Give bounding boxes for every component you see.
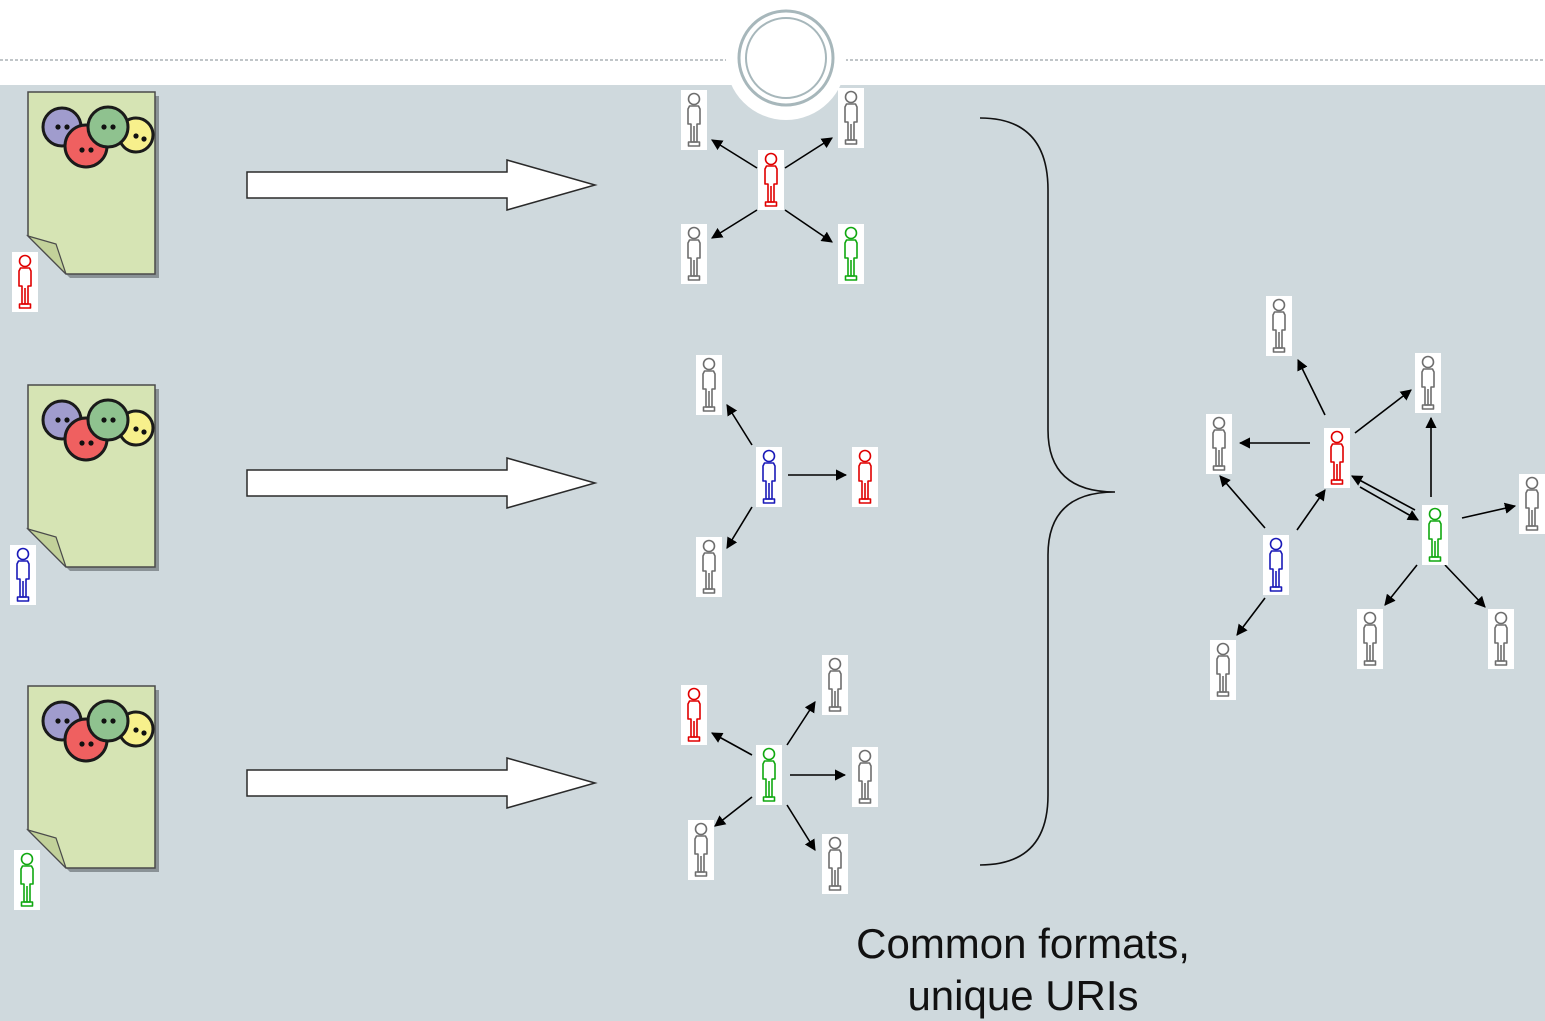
person-icon-red	[852, 447, 878, 507]
edge-arrow	[786, 701, 816, 746]
edge-arrow	[1351, 475, 1416, 511]
edge-arrow	[1354, 389, 1412, 434]
block-arrow-icon	[246, 457, 598, 509]
person-icon-gray	[696, 355, 722, 415]
person-icon-gray	[822, 655, 848, 715]
edge-arrow	[711, 732, 753, 756]
network-1	[681, 88, 864, 284]
person-icon-gray	[681, 224, 707, 284]
person-icon-gray	[688, 820, 714, 880]
edge-arrow	[1359, 486, 1419, 521]
edge-arrow	[1384, 564, 1418, 606]
person-icon-gray	[852, 747, 878, 807]
person-icon-gray	[1519, 474, 1545, 534]
person-icon-red	[1324, 428, 1350, 488]
person-icon-green	[838, 224, 864, 284]
person-icon-blue	[1263, 535, 1289, 595]
edge-arrow	[786, 804, 816, 851]
person-icon-gray	[1488, 609, 1514, 669]
person-icon-gray	[1415, 353, 1441, 413]
person-icon-green	[756, 745, 782, 805]
person-icon-gray	[1357, 609, 1383, 669]
edge-arrow	[1236, 597, 1266, 636]
curly-brace-icon	[979, 117, 1116, 866]
edge-arrow	[784, 137, 833, 169]
block-arrow-icon	[246, 757, 598, 809]
edge-arrow	[1296, 489, 1326, 531]
person-icon-green	[1422, 505, 1448, 565]
edge-arrow	[714, 796, 753, 827]
block-arrow-icon	[246, 159, 598, 211]
merged-network	[1206, 296, 1545, 700]
caption-line-1: Common formats,	[856, 920, 1190, 967]
person-icon-gray	[1206, 414, 1232, 474]
person-icon-red	[12, 252, 38, 312]
person-icon-blue	[10, 545, 36, 605]
edge-arrow	[711, 139, 758, 169]
person-icon-red	[681, 685, 707, 745]
edge-arrow	[726, 404, 753, 446]
network-2	[696, 355, 878, 597]
person-icon-gray	[838, 88, 864, 148]
edge-arrow	[1297, 358, 1326, 416]
edge-arrow	[1444, 564, 1486, 608]
person-icon-red	[758, 150, 784, 210]
header-ring-ornament	[726, 0, 846, 120]
person-icon-gray	[1266, 296, 1292, 356]
person-icon-gray	[681, 90, 707, 150]
edge-arrow	[784, 209, 833, 243]
network-3	[681, 655, 878, 894]
caption-line-2: unique URIs	[907, 972, 1138, 1019]
person-icon-blue	[756, 447, 782, 507]
edge-arrow	[726, 506, 753, 549]
person-icon-green	[14, 850, 40, 910]
person-icon-gray	[1210, 640, 1236, 700]
edge-arrow	[1219, 475, 1266, 529]
person-icon-gray	[822, 834, 848, 894]
edge-arrow	[711, 209, 758, 239]
content-panel	[0, 85, 1545, 1021]
person-icon-gray	[696, 537, 722, 597]
edge-arrow	[1461, 502, 1517, 519]
